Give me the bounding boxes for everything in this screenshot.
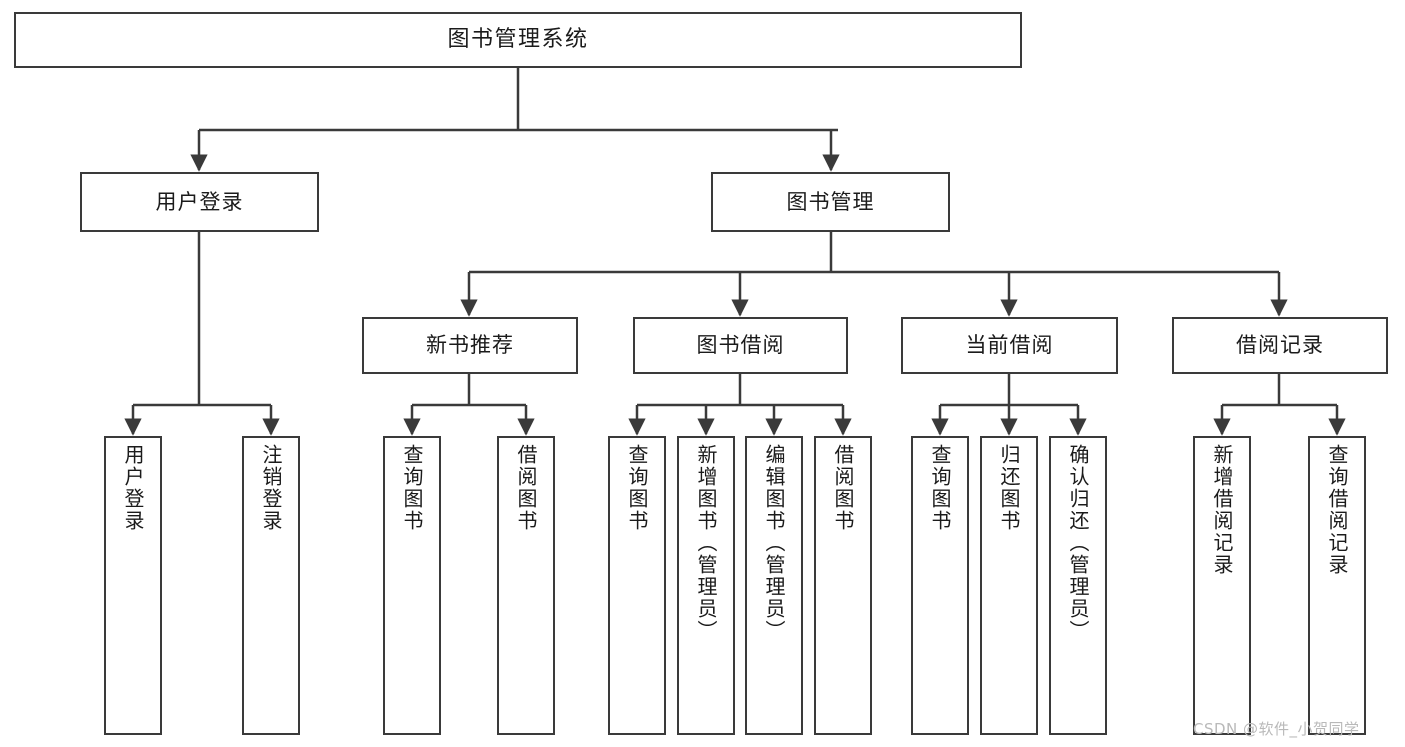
node-leaf-add-book-label: 新增图书（管理员） (694, 444, 718, 642)
node-leaf-borrow-book-2[interactable]: 借阅图书 (814, 436, 872, 735)
node-leaf-borrow-book-1-label: 借阅图书 (514, 444, 538, 532)
node-leaf-query-record-label: 查询借阅记录 (1325, 444, 1349, 576)
node-borrow-record[interactable]: 借阅记录 (1172, 317, 1388, 374)
node-leaf-confirm-return[interactable]: 确认归还（管理员） (1049, 436, 1107, 735)
node-leaf-borrow-book-2-label: 借阅图书 (831, 444, 855, 532)
node-user-login[interactable]: 用户登录 (80, 172, 319, 232)
node-new-book-recommend-label: 新书推荐 (426, 333, 514, 358)
node-leaf-user-logout[interactable]: 注销登录 (242, 436, 300, 735)
node-root-label: 图书管理系统 (447, 27, 589, 53)
node-leaf-query-record[interactable]: 查询借阅记录 (1308, 436, 1366, 735)
node-leaf-query-book-1[interactable]: 查询图书 (383, 436, 441, 735)
node-root[interactable]: 图书管理系统 (14, 12, 1022, 68)
node-leaf-query-book-2-label: 查询图书 (625, 444, 649, 532)
node-current-borrow[interactable]: 当前借阅 (901, 317, 1118, 374)
node-leaf-return-book-label: 归还图书 (997, 444, 1021, 532)
node-leaf-edit-book-label: 编辑图书（管理员） (762, 444, 786, 642)
node-leaf-query-book-3-label: 查询图书 (928, 444, 952, 532)
node-leaf-query-book-1-label: 查询图书 (400, 444, 424, 532)
node-leaf-add-record-label: 新增借阅记录 (1210, 444, 1234, 576)
node-leaf-user-login-label: 用户登录 (121, 444, 145, 532)
node-leaf-add-book[interactable]: 新增图书（管理员） (677, 436, 735, 735)
node-leaf-query-book-2[interactable]: 查询图书 (608, 436, 666, 735)
node-book-borrow[interactable]: 图书借阅 (633, 317, 848, 374)
node-leaf-return-book[interactable]: 归还图书 (980, 436, 1038, 735)
csdn-watermark: CSDN @软件_小贺同学 (1193, 720, 1360, 738)
node-leaf-borrow-book-1[interactable]: 借阅图书 (497, 436, 555, 735)
node-book-manage[interactable]: 图书管理 (711, 172, 950, 232)
node-book-borrow-label: 图书借阅 (696, 333, 785, 358)
node-leaf-user-login[interactable]: 用户登录 (104, 436, 162, 735)
node-current-borrow-label: 当前借阅 (965, 333, 1054, 358)
node-leaf-add-record[interactable]: 新增借阅记录 (1193, 436, 1251, 735)
node-new-book-recommend[interactable]: 新书推荐 (362, 317, 578, 374)
node-borrow-record-label: 借阅记录 (1236, 333, 1324, 358)
node-leaf-query-book-3[interactable]: 查询图书 (911, 436, 969, 735)
node-book-manage-label: 图书管理 (786, 189, 875, 214)
node-user-login-label: 用户登录 (155, 189, 244, 214)
node-leaf-user-logout-label: 注销登录 (259, 444, 283, 532)
node-leaf-edit-book[interactable]: 编辑图书（管理员） (745, 436, 803, 735)
node-leaf-confirm-return-label: 确认归还（管理员） (1066, 444, 1090, 642)
